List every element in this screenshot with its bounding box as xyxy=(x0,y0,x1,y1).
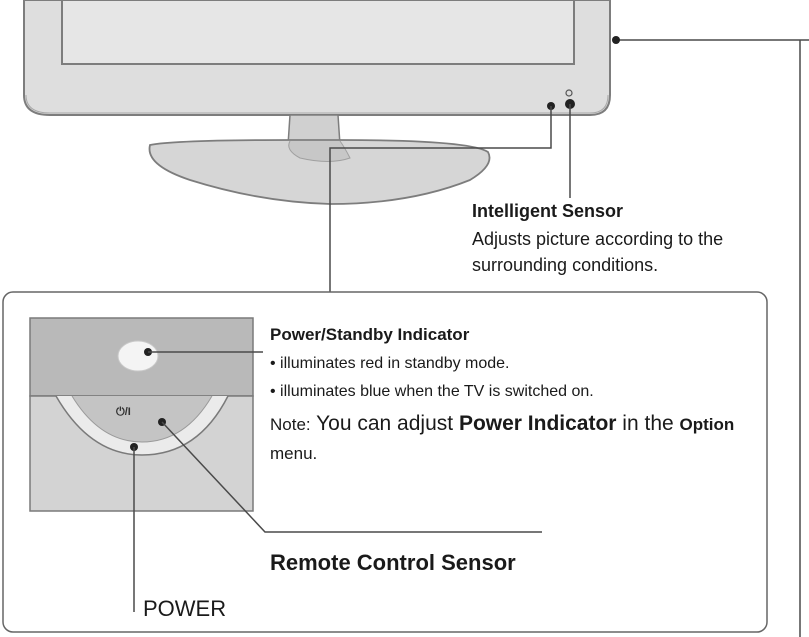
intelligent-sensor-ring xyxy=(565,89,573,97)
power-indicator-leader xyxy=(329,106,552,292)
remote-control-sensor-label: Remote Control Sensor xyxy=(270,550,516,575)
note-text-1: You can adjust xyxy=(310,412,459,435)
side-button-dot xyxy=(612,36,620,44)
power-indicator-lens xyxy=(117,340,159,372)
intelligent-sensor-description: Adjusts picture according to the surroun… xyxy=(472,229,724,275)
tv-bezel-bottom-edge xyxy=(25,94,609,114)
power-symbol-label: ⏻/I xyxy=(116,406,131,418)
power-indicator-note: Note: You can adjust Power Indicator in … xyxy=(270,410,770,468)
intelligent-sensor-title: Intelligent Sensor xyxy=(472,201,624,221)
power-standby-title: Power/Standby Indicator xyxy=(270,325,470,344)
power-standby-bullet-blue: • illuminates blue when the TV is switch… xyxy=(270,383,594,400)
detail-panel-arc-inner xyxy=(71,395,213,443)
note-highlight-option: Option xyxy=(679,415,735,434)
note-text-3: menu. xyxy=(270,444,318,463)
note-highlight-power-indicator: Power Indicator xyxy=(458,412,617,435)
tv-stand-base xyxy=(148,139,491,205)
power-button-label: POWER xyxy=(143,596,227,621)
note-prefix: Note: xyxy=(270,415,311,434)
tv-screen xyxy=(61,0,575,65)
note-text-2: in the xyxy=(616,412,680,435)
remote-sensor-leader xyxy=(161,421,542,533)
power-standby-bullet-red: • illuminates red in standby mode. xyxy=(270,355,510,372)
